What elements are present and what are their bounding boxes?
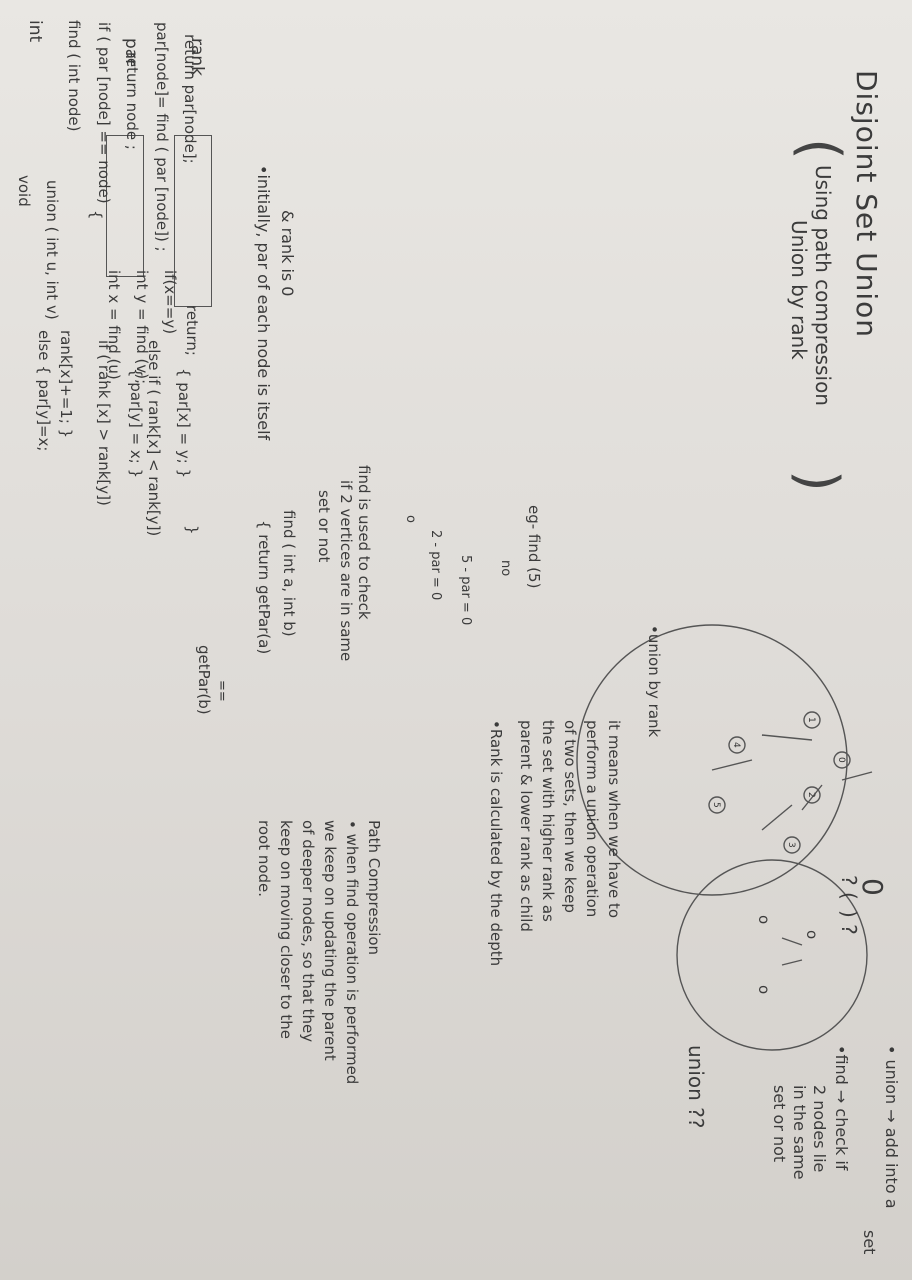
tree-node-1-label: 1 [806, 717, 816, 723]
pc-line3: we keep on updating the parent [321, 820, 339, 1061]
ubr-line4: of two sets, then we keep [561, 720, 579, 913]
tree-mark: 0 [856, 878, 889, 897]
tree-node-3-label: 3 [786, 842, 796, 848]
ubr-line5: the set with higher rank as [539, 720, 557, 922]
pc-line6: root node. [255, 820, 273, 898]
tree-right-circle [676, 859, 868, 1051]
tree-node-0-label: 0 [836, 757, 846, 763]
tree-node-5-label: 5 [711, 802, 721, 808]
tree-node-5 [708, 796, 726, 814]
tree-node-1 [803, 711, 821, 729]
pc-line1: Path Compression [365, 820, 383, 956]
tree-node-2-label: 2 [806, 792, 816, 798]
union-question: union ?? [684, 1045, 708, 1129]
right-circle-node-right: o [755, 985, 773, 995]
right-circle-node-left: o [755, 915, 773, 925]
ubr-line3: perform a union operation [583, 720, 601, 918]
ubr-line7: •Rank is calculated by the depth [487, 720, 505, 967]
pc-line5: keep on moving closer to the [277, 820, 295, 1039]
tree-node-3 [783, 836, 801, 854]
tree-node-2 [803, 786, 821, 804]
ubr-line6: parent & lower rank as child [517, 720, 535, 932]
tree-node-4-label: 4 [731, 742, 741, 748]
ubr-line1: •union by rank [645, 625, 663, 738]
pc-line2: • when find operation is performed [343, 820, 361, 1085]
tree-node-0 [833, 751, 851, 769]
tree-node-4 [728, 736, 746, 754]
pc-line4: of deeper nodes, so that they [299, 820, 317, 1043]
ubr-line2: it means when we have to [605, 720, 623, 919]
tree-q2: ) ? [837, 910, 861, 935]
tree-outer-circle [576, 624, 848, 896]
right-circle-node-top: o [803, 930, 821, 940]
